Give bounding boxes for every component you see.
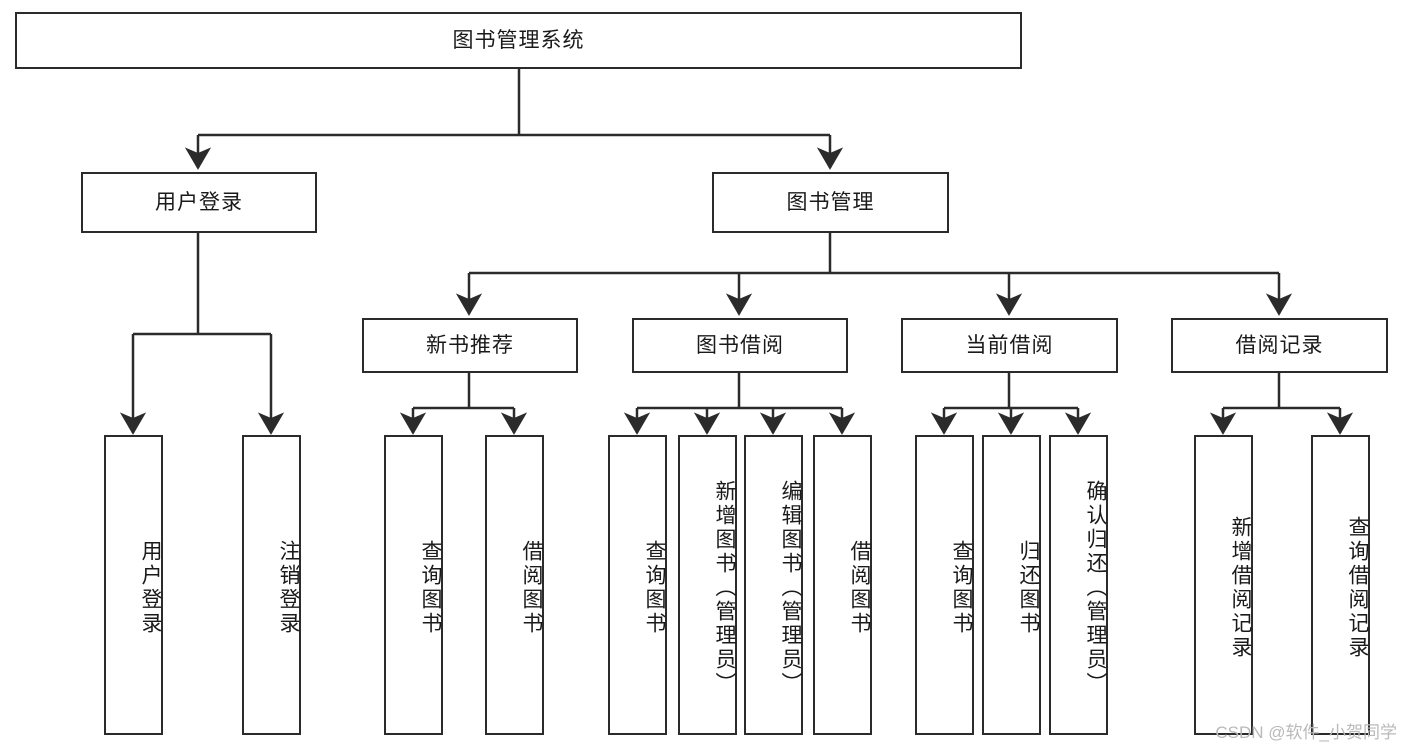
node-leaf-user-logout-label: 注销登录: [277, 540, 300, 636]
node-leaf-borrow-book-1-label: 借阅图书: [520, 540, 543, 636]
node-user-login-label: 用户登录: [155, 190, 243, 214]
node-book-manage-label: 图书管理: [786, 190, 875, 214]
node-leaf-return-book[interactable]: 归还图书: [982, 435, 1041, 735]
node-leaf-edit-book[interactable]: 编辑图书（管理员）: [744, 435, 803, 735]
node-leaf-query-record[interactable]: 查询借阅记录: [1311, 435, 1370, 735]
node-leaf-add-book[interactable]: 新增图书（管理员）: [678, 435, 737, 735]
node-leaf-query-book-1-label: 查询图书: [419, 540, 442, 636]
node-new-book-recommend[interactable]: 新书推荐: [362, 318, 578, 373]
node-book-borrow-label: 图书借阅: [696, 333, 784, 357]
node-leaf-add-record-label: 新增借阅记录: [1229, 516, 1252, 660]
node-borrow-record-label: 借阅记录: [1235, 333, 1324, 357]
node-leaf-add-book-label: 新增图书（管理员）: [713, 480, 736, 696]
watermark-text: CSDN @软件_小贺同学: [1215, 723, 1397, 742]
node-leaf-query-book-3[interactable]: 查询图书: [915, 435, 974, 735]
node-current-borrow-label: 当前借阅: [965, 333, 1054, 357]
node-leaf-query-book-1[interactable]: 查询图书: [384, 435, 443, 735]
node-leaf-edit-book-label: 编辑图书（管理员）: [779, 480, 802, 696]
node-borrow-record[interactable]: 借阅记录: [1171, 318, 1388, 373]
node-book-manage[interactable]: 图书管理: [712, 172, 949, 233]
node-leaf-user-login-label: 用户登录: [139, 540, 162, 636]
node-leaf-query-book-2-label: 查询图书: [643, 540, 666, 636]
node-leaf-query-record-label: 查询借阅记录: [1346, 516, 1369, 660]
node-leaf-return-book-label: 归还图书: [1017, 540, 1040, 636]
node-leaf-query-book-2[interactable]: 查询图书: [608, 435, 667, 735]
node-leaf-user-logout[interactable]: 注销登录: [242, 435, 301, 735]
node-leaf-borrow-book-2-label: 借阅图书: [848, 540, 871, 636]
node-current-borrow[interactable]: 当前借阅: [901, 318, 1118, 373]
node-leaf-borrow-book-1[interactable]: 借阅图书: [485, 435, 544, 735]
node-leaf-add-record[interactable]: 新增借阅记录: [1194, 435, 1253, 735]
node-leaf-borrow-book-2[interactable]: 借阅图书: [813, 435, 872, 735]
node-leaf-user-login[interactable]: 用户登录: [104, 435, 163, 735]
node-user-login[interactable]: 用户登录: [81, 172, 317, 233]
node-root[interactable]: 图书管理系统: [15, 12, 1022, 69]
node-root-label: 图书管理系统: [452, 28, 585, 52]
node-new-book-recommend-label: 新书推荐: [426, 333, 514, 357]
node-leaf-confirm-return-label: 确认归还（管理员）: [1084, 480, 1107, 696]
node-book-borrow[interactable]: 图书借阅: [632, 318, 848, 373]
node-leaf-query-book-3-label: 查询图书: [950, 540, 973, 636]
node-leaf-confirm-return[interactable]: 确认归还（管理员）: [1049, 435, 1108, 735]
